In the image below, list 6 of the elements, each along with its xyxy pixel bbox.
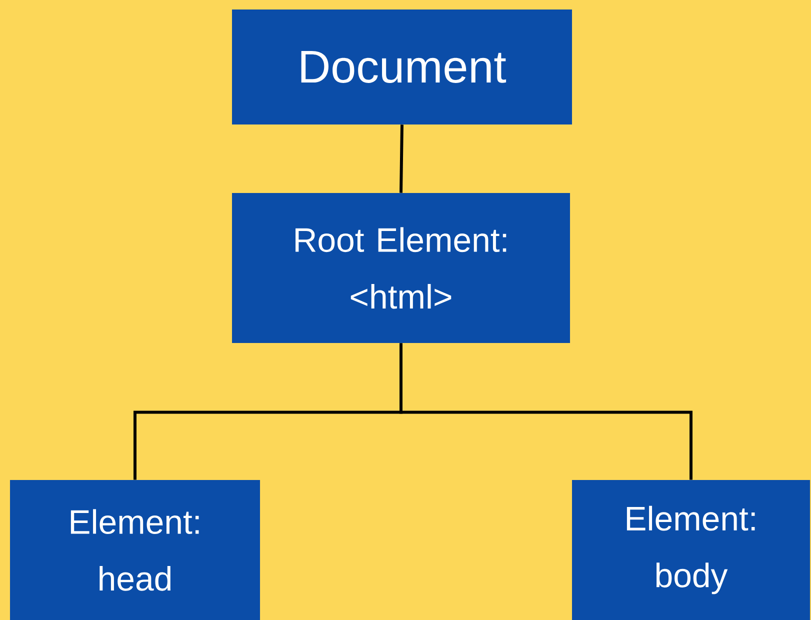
element-box: Element: head	[10, 480, 260, 620]
element-box: Document	[232, 10, 572, 124]
connector-line	[400, 124, 404, 193]
connector-line	[400, 343, 692, 480]
element-box: Element: body	[572, 480, 810, 620]
element-box: Root Element: <html>	[232, 193, 570, 343]
